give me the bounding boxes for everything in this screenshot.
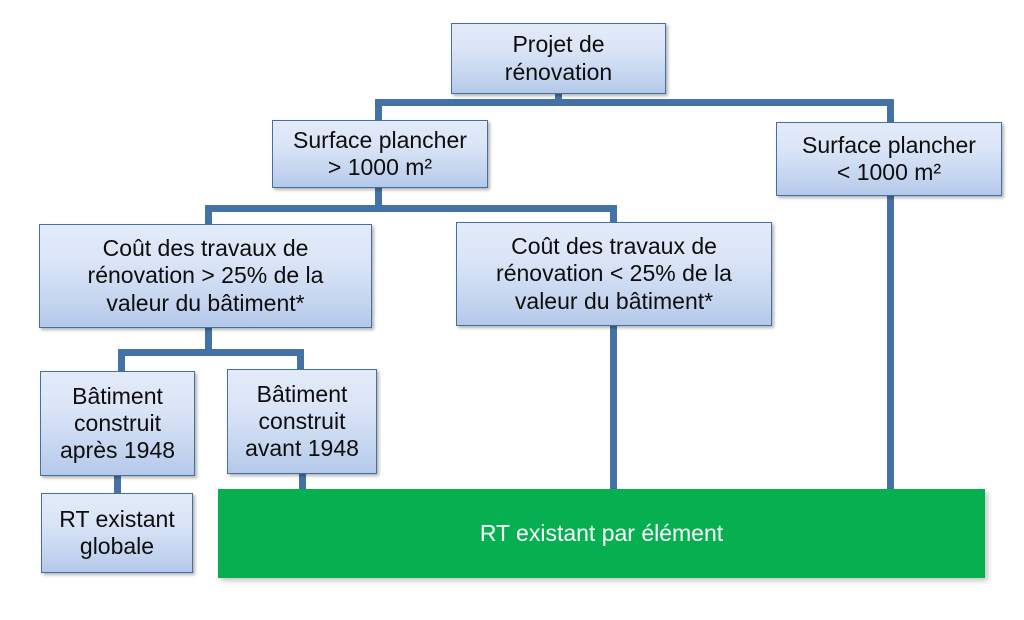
connector-level3-bus bbox=[118, 349, 304, 356]
connector-before-to-rt-element bbox=[299, 472, 306, 494]
node-label: Surface plancher > 1000 m² bbox=[293, 126, 467, 180]
node-label: Coût des travaux de rénovation > 25% de … bbox=[87, 235, 324, 316]
connector-to-after bbox=[118, 349, 125, 374]
connector-level1-bus bbox=[375, 99, 894, 106]
node-cout-travaux-inferieur-25pct[interactable]: Coût des travaux de rénovation < 25% de … bbox=[456, 222, 772, 326]
node-label: Surface plancher < 1000 m² bbox=[802, 131, 976, 185]
node-label: Bâtiment construit avant 1948 bbox=[245, 380, 359, 462]
connector-after-to-rt-globale bbox=[114, 474, 121, 496]
node-label: Coût des travaux de rénovation < 25% de … bbox=[496, 233, 732, 314]
connector-cost-gt-stem bbox=[205, 326, 212, 352]
node-cout-travaux-superieur-25pct[interactable]: Coût des travaux de rénovation > 25% de … bbox=[39, 224, 372, 328]
node-label: RT existant globale bbox=[59, 505, 175, 559]
connector-to-before bbox=[297, 349, 304, 373]
node-rt-existant-globale[interactable]: RT existant globale bbox=[41, 493, 193, 573]
node-rt-existant-par-element[interactable]: RT existant par élément bbox=[218, 489, 985, 578]
node-projet-de-renovation[interactable]: Projet de rénovation bbox=[451, 23, 666, 94]
connector-to-sp-lt bbox=[887, 99, 894, 125]
node-label: Projet de rénovation bbox=[504, 31, 613, 85]
node-batiment-construit-avant-1948[interactable]: Bâtiment construit avant 1948 bbox=[227, 369, 377, 474]
node-batiment-construit-apres-1948[interactable]: Bâtiment construit après 1948 bbox=[40, 371, 195, 476]
connector-level2-bus bbox=[205, 205, 617, 212]
connector-to-cost-gt bbox=[205, 205, 212, 227]
connector-sp-lt-to-rt-element bbox=[887, 194, 894, 494]
connector-sp-gt-stem bbox=[375, 186, 382, 211]
node-label: Bâtiment construit après 1948 bbox=[59, 382, 176, 464]
connector-cost-lt-to-rt-element bbox=[610, 324, 617, 494]
node-label: RT existant par élément bbox=[479, 520, 724, 546]
connector-to-sp-gt bbox=[375, 99, 382, 123]
node-surface-plancher-superieur-1000[interactable]: Surface plancher > 1000 m² bbox=[272, 120, 488, 188]
connector-to-cost-lt bbox=[610, 205, 617, 227]
node-surface-plancher-inferieur-1000[interactable]: Surface plancher < 1000 m² bbox=[776, 122, 1002, 196]
